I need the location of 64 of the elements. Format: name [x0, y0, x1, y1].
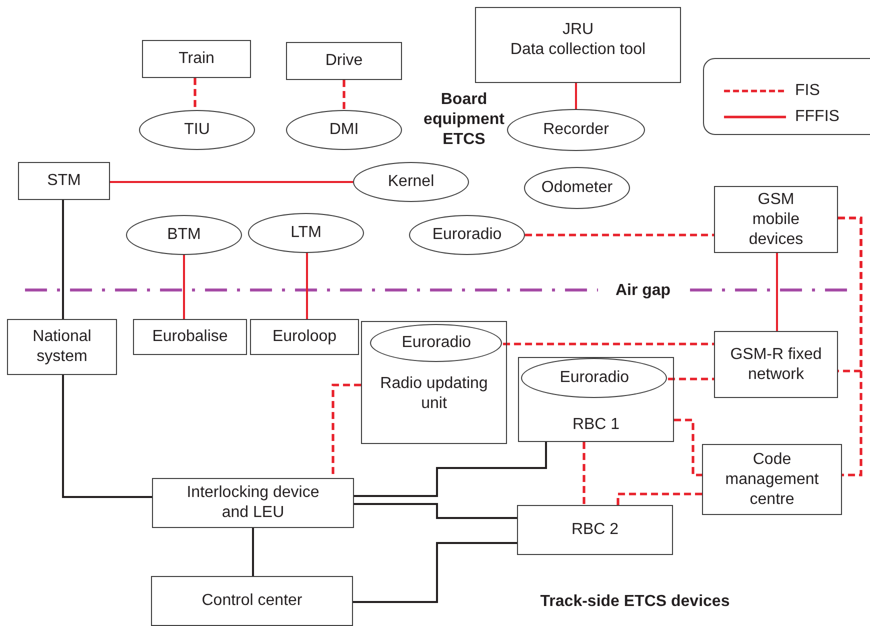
connector-line — [342, 80, 346, 110]
node-label: TIU — [184, 120, 210, 140]
node-label: BTM — [167, 225, 201, 245]
node-label: Drive — [325, 51, 363, 71]
component-box — [250, 319, 359, 355]
node-label: Euroloop — [272, 327, 337, 347]
node-label: Code management centre — [724, 450, 820, 510]
legend-label: FFFIS — [795, 108, 840, 126]
node-label: Interlocking device and LEU — [186, 483, 320, 523]
node-label: Recorder — [543, 120, 609, 140]
component-box — [133, 319, 247, 355]
connector-line — [354, 442, 547, 497]
node-label: Data collection tool — [510, 40, 646, 60]
node-label: Control center — [202, 591, 302, 611]
connector-line — [582, 442, 586, 505]
node-label: Eurobalise — [152, 327, 228, 347]
node-label: JRU — [562, 20, 594, 40]
connector-line — [674, 418, 702, 476]
connector-line — [616, 492, 702, 505]
connector-line — [183, 255, 185, 319]
connector-line — [776, 253, 778, 331]
connector-line — [575, 83, 577, 109]
connector-line — [668, 378, 714, 380]
node-label: Euroradio — [402, 333, 472, 354]
component-box — [518, 357, 674, 442]
node-label: GSM mobile devices — [748, 190, 804, 250]
component-box — [517, 505, 673, 555]
node-label: RBC 2 — [571, 520, 619, 540]
connector-line — [194, 78, 196, 110]
node-label: GSM-R fixed network — [729, 344, 823, 384]
node-label: Kernel — [388, 172, 434, 192]
connector-line — [354, 503, 517, 519]
component-box — [18, 162, 110, 200]
legend-label: FIS — [795, 82, 820, 100]
node-label: Odometer — [541, 178, 613, 198]
component-box — [7, 319, 117, 375]
connector-line — [252, 528, 254, 576]
component-ellipse — [521, 358, 668, 398]
node-label: Train — [178, 49, 214, 69]
connector-line — [503, 342, 714, 346]
node-label: RBC 1 — [572, 415, 620, 435]
node-label: STM — [47, 171, 81, 191]
node-label: LTM — [290, 223, 322, 243]
component-box — [152, 478, 354, 528]
node-label: Euroradio — [432, 225, 502, 245]
component-box — [151, 576, 353, 626]
connector-line — [62, 200, 64, 319]
node-label: Radio updating unit — [380, 374, 488, 414]
connector-line — [306, 253, 308, 319]
connector-line — [110, 181, 353, 183]
component-box — [475, 7, 681, 83]
connector-line — [525, 234, 714, 236]
connector-line — [838, 216, 862, 476]
component-box — [142, 40, 251, 78]
connector-line — [353, 542, 517, 603]
node-label: National system — [32, 327, 92, 367]
component-box — [714, 186, 838, 253]
component-box — [286, 42, 402, 80]
node-label: DMI — [329, 120, 359, 140]
component-box — [702, 444, 842, 515]
component-box — [714, 331, 838, 398]
component-box — [361, 321, 507, 444]
node-label: Euroradio — [560, 368, 630, 388]
connector-line — [62, 375, 152, 498]
